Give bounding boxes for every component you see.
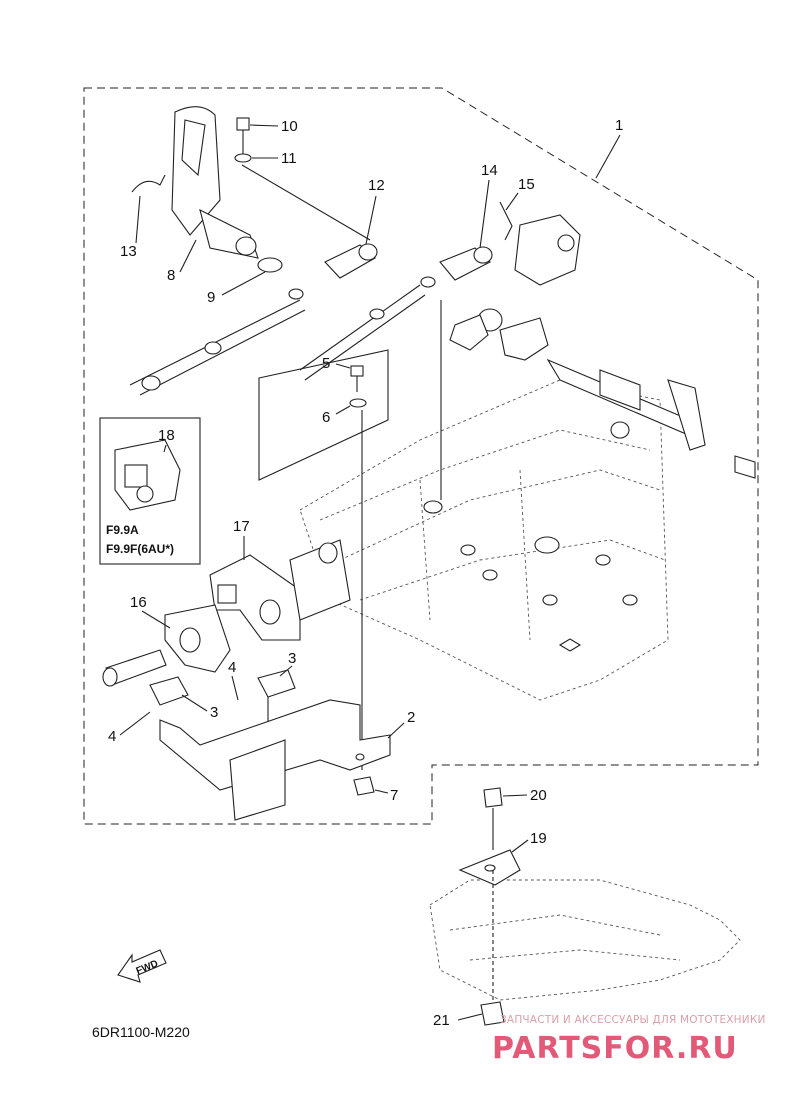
part-7-nut: [353, 776, 375, 796]
assembly-boundary: [83, 87, 759, 825]
callout-14: 14: [481, 162, 498, 179]
part-2-mounting-plate: [159, 699, 391, 821]
callout-3-right: 3: [288, 650, 296, 667]
part-15-pin: [499, 201, 513, 241]
callout-19: 19: [530, 830, 547, 847]
callout-8: 8: [167, 267, 175, 284]
part-11-washer: [234, 153, 252, 163]
callout-17: 17: [233, 518, 250, 535]
part-14-joint: [439, 246, 493, 281]
callout-4-lower: 4: [108, 728, 116, 745]
callout-5: 5: [322, 355, 330, 372]
callouts: 1 2 3 3 4 4 5 6 7 8 9 10 11 12 13 14 15 …: [108, 117, 623, 1029]
part-12-joint: [324, 243, 378, 279]
callout-7: 7: [390, 787, 398, 804]
throttle-cam: [514, 214, 581, 286]
variant-line-2: F9.9F(6AU*): [106, 542, 174, 556]
cable-bracket-parts: [449, 308, 549, 361]
callout-18: 18: [158, 427, 175, 444]
callout-1: 1: [615, 117, 623, 134]
part-nut-12: [288, 288, 304, 300]
watermark-tagline: ЗАПЧАСТИ И АКСЕССУАРЫ ДЛЯ МОТОТЕХНИКИ: [500, 1014, 766, 1026]
throttle-shaft-assembly: [546, 358, 756, 479]
callout-10: 10: [281, 118, 298, 135]
part-6-washer: [349, 398, 367, 408]
callout-13: 13: [120, 243, 137, 260]
callout-4-upper: 4: [228, 659, 236, 676]
variant-box: [99, 417, 201, 565]
engine-block-outline: [299, 379, 669, 701]
callout-20: 20: [530, 787, 547, 804]
reference-code: 6DR1100-M220: [92, 1024, 190, 1040]
callout-6: 6: [322, 409, 330, 426]
part-13-clip: [131, 174, 166, 193]
part-5-bolt: [350, 365, 364, 392]
callout-11: 11: [281, 150, 297, 167]
callout-16: 16: [130, 594, 147, 611]
part-17-throttle-bracket: [209, 539, 351, 641]
fwd-direction-indicator: FWD: [117, 949, 167, 983]
callout-21: 21: [433, 1012, 450, 1029]
part-16-clamp: [102, 604, 231, 687]
callout-9: 9: [207, 289, 215, 306]
callout-2: 2: [407, 709, 415, 726]
part-8-lever: [171, 106, 283, 273]
callout-15: 15: [518, 176, 535, 193]
part-3-holders: [149, 669, 296, 706]
lower-bracket-assembly: [429, 787, 741, 1026]
variant-line-1: F9.9A: [106, 523, 139, 537]
callout-3-left: 3: [210, 704, 218, 721]
callout-12: 12: [368, 177, 385, 194]
watermark-logo: PARTSFOR.RU: [492, 1031, 738, 1066]
control-cables: [129, 276, 436, 396]
